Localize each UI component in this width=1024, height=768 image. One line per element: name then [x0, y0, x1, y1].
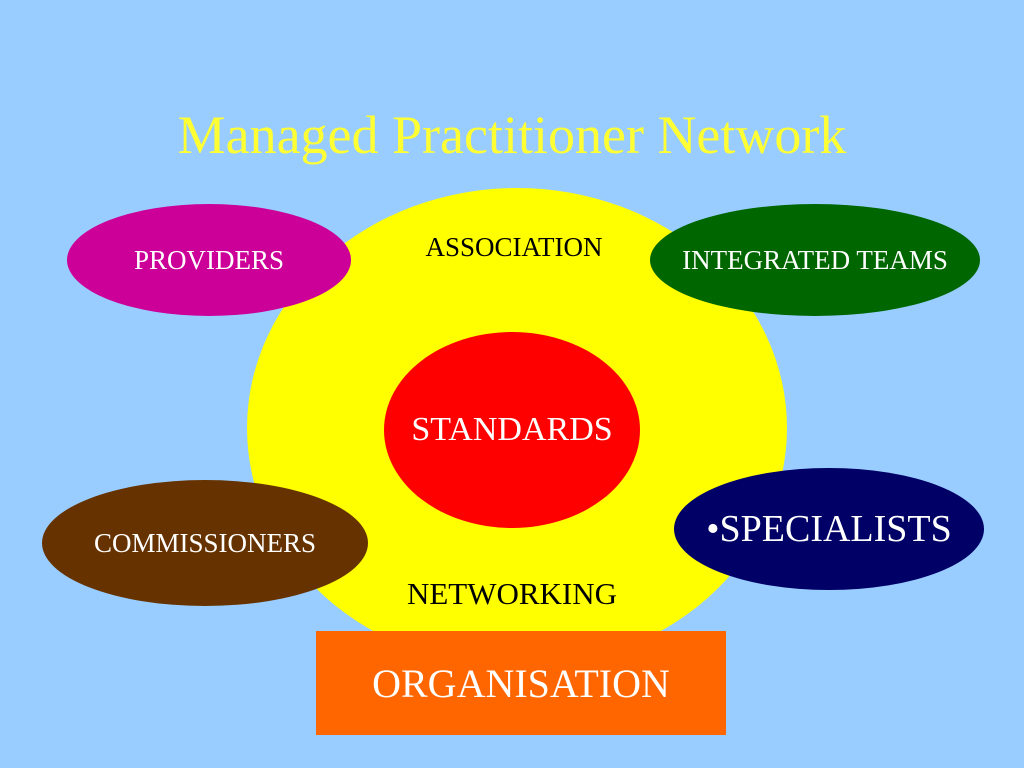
- association-label: ASSOCIATION: [425, 232, 603, 262]
- integrated-teams-ellipse: INTEGRATED TEAMS: [650, 204, 980, 316]
- specialists-ellipse: •SPECIALISTS: [674, 468, 984, 590]
- slide-title: Managed Practitioner Network: [177, 105, 847, 165]
- integrated-teams-label: INTEGRATED TEAMS: [682, 244, 948, 275]
- providers-ellipse: PROVIDERS: [67, 204, 351, 316]
- commissioners-ellipse: COMMISSIONERS: [42, 480, 368, 606]
- networking-label: NETWORKING: [406, 576, 618, 611]
- organisation-box: ORGANISATION: [316, 631, 726, 735]
- standards-circle: STANDARDS: [384, 332, 640, 528]
- commissioners-label: COMMISSIONERS: [93, 527, 317, 558]
- specialists-label: •SPECIALISTS: [706, 508, 952, 550]
- providers-label: PROVIDERS: [133, 244, 285, 275]
- standards-label: STANDARDS: [411, 411, 613, 448]
- organisation-label: ORGANISATION: [372, 660, 670, 706]
